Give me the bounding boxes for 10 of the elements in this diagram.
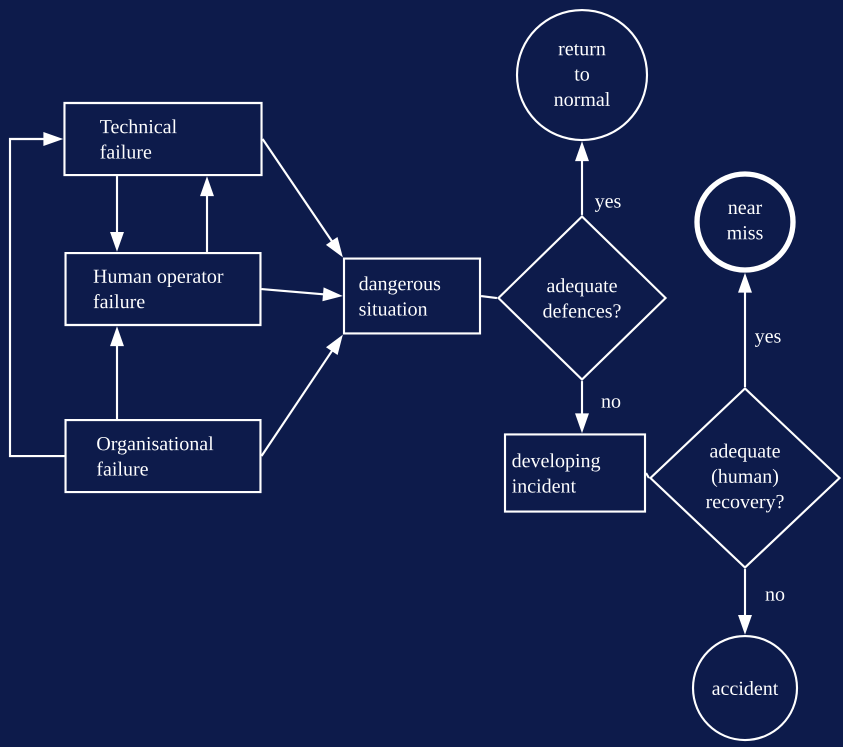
edge-label: yes <box>593 196 623 214</box>
arrow <box>8 132 64 458</box>
edge-label: yes <box>753 332 783 348</box>
process-box: dangerous situation <box>342 257 482 335</box>
edge-label: no <box>600 396 622 410</box>
process-box: developing incident <box>504 433 646 513</box>
process-box: Technical failure <box>63 102 263 176</box>
process-box: Human operator failure <box>64 252 262 326</box>
process-box: Organisational failure <box>64 418 262 494</box>
edge-label: no <box>764 590 786 602</box>
